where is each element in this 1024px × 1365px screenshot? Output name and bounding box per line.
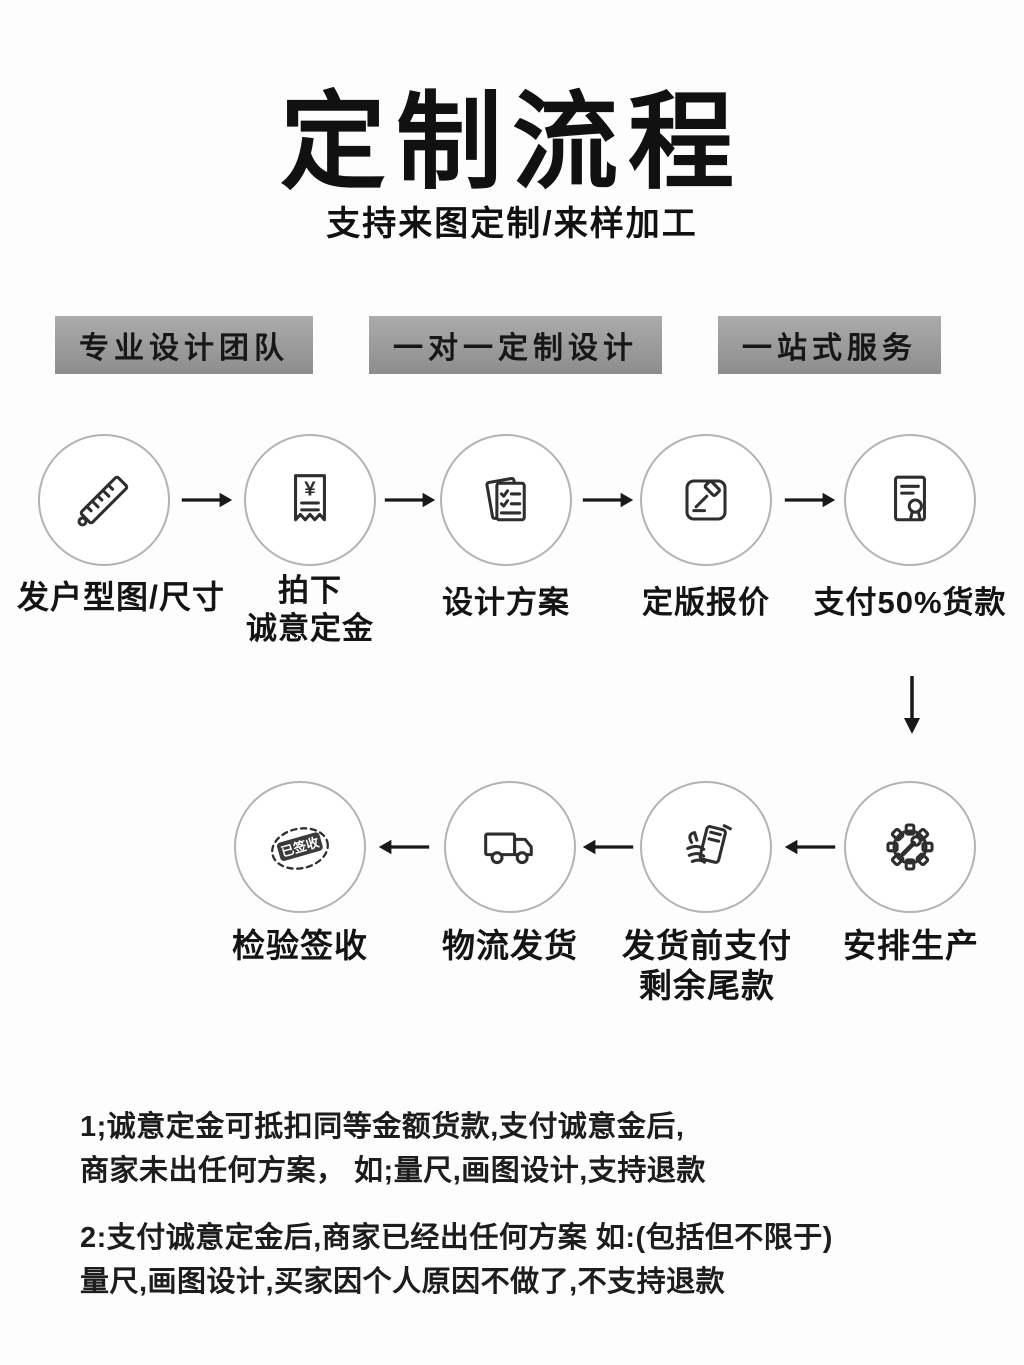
step-circle-production xyxy=(844,781,976,913)
badge-one-on-one: 一对一定制设计 xyxy=(369,316,662,374)
arrow-right-icon xyxy=(181,492,233,508)
deposit-receipt-icon: ¥ xyxy=(294,474,326,522)
policy-notes: 1;诚意定金可抵扣同等金额货款,支付诚意金后, 商家未出任何方案， 如;量尺,画… xyxy=(80,1106,966,1328)
step-label-inspect-sign: 检验签收 xyxy=(232,927,368,964)
note-item: 2:支付诚意定金后,商家已经出任何方案 如:(包括但不限于) 量尺,画图设计,买… xyxy=(80,1222,833,1298)
arrow-right-icon xyxy=(784,492,836,508)
step-label-deposit: 拍下 诚意定金 xyxy=(246,573,374,646)
gear-production-icon xyxy=(886,823,934,871)
step-label-send-floorplan: 发户型图/尺寸 xyxy=(17,579,225,615)
step-circle-inspect-sign: 已签收 xyxy=(234,781,366,913)
finalize-quote-icon xyxy=(685,479,727,521)
step-label-production: 安排生产 xyxy=(843,927,979,964)
arrow-down-icon xyxy=(904,676,920,734)
arrow-right-icon xyxy=(582,492,634,508)
badge-one-stop: 一站式服务 xyxy=(718,316,941,374)
truck-icon xyxy=(484,832,533,865)
step-circle-design-plan xyxy=(440,434,572,566)
arrow-left-icon xyxy=(784,839,836,855)
signed-stamp-icon: 已签收 xyxy=(271,827,329,870)
step-circle-deposit: ¥ xyxy=(244,434,376,566)
step-circle-shipping xyxy=(444,781,576,913)
pay-balance-icon xyxy=(686,824,732,864)
page-title: 定制流程 xyxy=(280,84,744,202)
note-item: 1;诚意定金可抵扣同等金额货款,支付诚意金后, 商家未出任何方案， 如;量尺,画… xyxy=(80,1111,706,1187)
badge-design-team: 专业设计团队 xyxy=(55,316,313,374)
arrow-left-icon xyxy=(582,839,634,855)
step-label-pay-balance: 发货前支付 剩余尾款 xyxy=(622,927,792,1005)
ruler-icon xyxy=(77,475,129,527)
arrow-right-icon xyxy=(384,492,436,508)
step-circle-pay-balance xyxy=(640,781,772,913)
step-label-pay-50: 支付50%货款 xyxy=(813,585,1007,620)
pay-deposit-doc-icon xyxy=(894,475,926,522)
step-label-finalize-quote: 定版报价 xyxy=(642,585,770,620)
design-doc-icon xyxy=(485,476,526,522)
feature-badges: 专业设计团队 一对一定制设计 一站式服务 xyxy=(55,316,941,374)
step-circle-finalize-quote xyxy=(640,434,772,566)
arrow-left-icon xyxy=(378,839,430,855)
step-circle-send-floorplan xyxy=(38,434,170,566)
step-label-design-plan: 设计方案 xyxy=(442,585,570,620)
step-label-shipping: 物流发货 xyxy=(442,927,578,964)
step-circle-pay-50 xyxy=(844,434,976,566)
yuan-symbol: ¥ xyxy=(304,477,316,500)
page-subtitle: 支持来图定制/来样加工 xyxy=(326,205,698,243)
